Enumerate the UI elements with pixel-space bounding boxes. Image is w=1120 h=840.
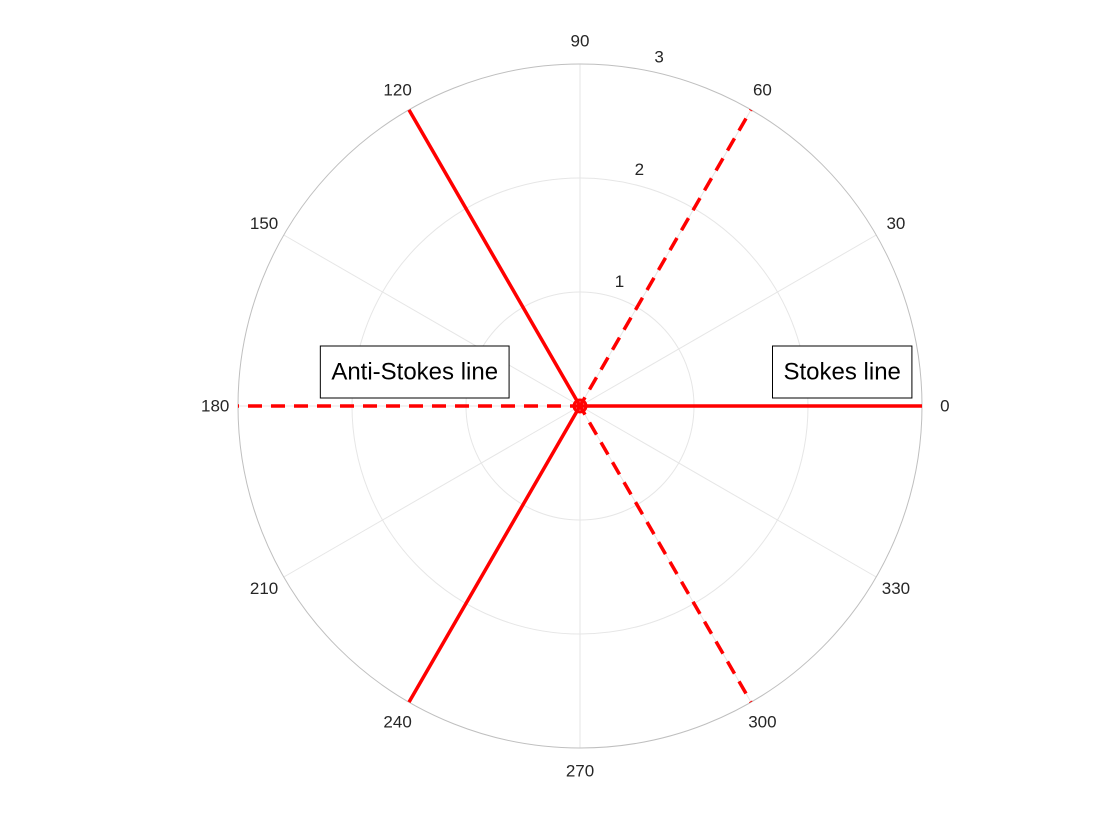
r-tick-label-2: 2 <box>635 160 644 179</box>
theta-tick-label-30: 30 <box>886 214 905 233</box>
annotation-box-0 <box>772 345 913 399</box>
annotation-text-0: Stokes line <box>783 359 900 386</box>
theta-tick-label-210: 210 <box>250 579 278 598</box>
theta-tick-label-60: 60 <box>753 81 772 100</box>
dashed-line-60 <box>578 108 753 407</box>
r-tick-label-1: 1 <box>615 272 624 291</box>
theta-gridline-330 <box>579 405 877 578</box>
theta-gridline-30 <box>579 234 877 407</box>
theta-tick-label-240: 240 <box>383 712 411 731</box>
tick-label-layer: 0 30 60 90 120 150 180 210 240 270 300 330 1 2 3 <box>201 32 950 781</box>
theta-tick-label-300: 300 <box>748 712 776 731</box>
origin-marker <box>572 398 588 414</box>
r-tick-label-3: 3 <box>654 48 663 67</box>
series-layer <box>238 108 922 704</box>
theta-tick-label-330: 330 <box>882 579 910 598</box>
theta-tick-label-120: 120 <box>383 81 411 100</box>
theta-tick-label-150: 150 <box>250 214 278 233</box>
polar-axes: 0 30 60 90 120 150 180 210 240 270 300 330 1 2 3 Stoke… <box>201 32 950 781</box>
solid-line-240 <box>407 405 582 704</box>
annotation-box-1 <box>319 345 510 399</box>
theta-gridline-150 <box>283 234 581 407</box>
theta-tick-label-90: 90 <box>571 32 590 51</box>
annotation-text-1: Anti-Stokes line <box>331 359 498 386</box>
dashed-line-300 <box>578 405 753 704</box>
theta-gridline-210 <box>283 405 581 578</box>
solid-line-120 <box>407 108 582 407</box>
theta-tick-label-270: 270 <box>566 761 594 780</box>
theta-tick-label-180: 180 <box>201 397 229 416</box>
annotation-layer: Stokes line Anti-Stokes line <box>319 345 913 399</box>
theta-tick-label-0: 0 <box>940 397 949 416</box>
